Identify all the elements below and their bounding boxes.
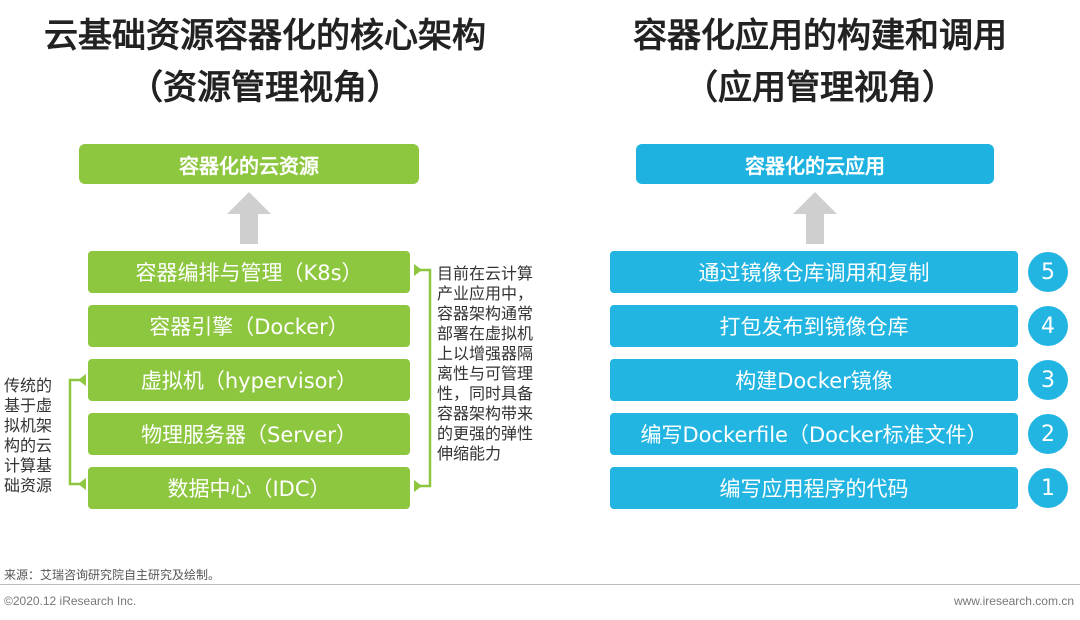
- layer-hypervisor: 虚拟机（hypervisor）: [88, 359, 410, 401]
- step-number-3: 3: [1028, 360, 1068, 400]
- note-right: 目前在云计算产业应用中，容器架构通常部署在虚拟机上以增强器隔离性与可管理性，同时…: [437, 264, 534, 463]
- left-title-line2: （资源管理视角）: [129, 68, 401, 108]
- right-header-box: 容器化的云应用: [636, 144, 994, 184]
- left-title: 云基础资源容器化的核心架构 （资源管理视角）: [10, 10, 520, 114]
- layer-k8s: 容器编排与管理（K8s）: [88, 251, 410, 293]
- step-number-5: 5: [1028, 252, 1068, 292]
- step-number-4: 4: [1028, 306, 1068, 346]
- left-up-arrow-icon: [227, 192, 271, 244]
- left-title-line1: 云基础资源容器化的核心架构: [44, 16, 486, 56]
- step-number-1: 1: [1028, 468, 1068, 508]
- step-4: 打包发布到镜像仓库: [610, 305, 1018, 347]
- website-link: www.iresearch.com.cn: [953, 594, 1074, 608]
- right-title-line1: 容器化应用的构建和调用: [633, 16, 1007, 56]
- step-2: 编写Dockerfile（Docker标准文件）: [610, 413, 1018, 455]
- right-bracket: [414, 264, 432, 492]
- right-title-line2: （应用管理视角）: [684, 68, 956, 108]
- layer-docker: 容器引擎（Docker）: [88, 305, 410, 347]
- step-5: 通过镜像仓库调用和复制: [610, 251, 1018, 293]
- step-number-2: 2: [1028, 414, 1068, 454]
- footer-divider: [0, 584, 1080, 585]
- left-bracket: [68, 374, 86, 490]
- layer-server: 物理服务器（Server）: [88, 413, 410, 455]
- right-up-arrow-icon: [793, 192, 837, 244]
- copyright: ©2020.12 iResearch Inc.: [4, 594, 137, 608]
- note-left: 传统的基于虚拟机架构的云计算基础资源: [4, 376, 53, 495]
- layer-idc: 数据中心（IDC）: [88, 467, 410, 509]
- step-3: 构建Docker镜像: [610, 359, 1018, 401]
- left-header-box: 容器化的云资源: [79, 144, 419, 184]
- step-1: 编写应用程序的代码: [610, 467, 1018, 509]
- right-title: 容器化应用的构建和调用 （应用管理视角）: [560, 10, 1080, 114]
- source-note: 来源：艾瑞咨询研究院自主研究及绘制。: [4, 568, 221, 582]
